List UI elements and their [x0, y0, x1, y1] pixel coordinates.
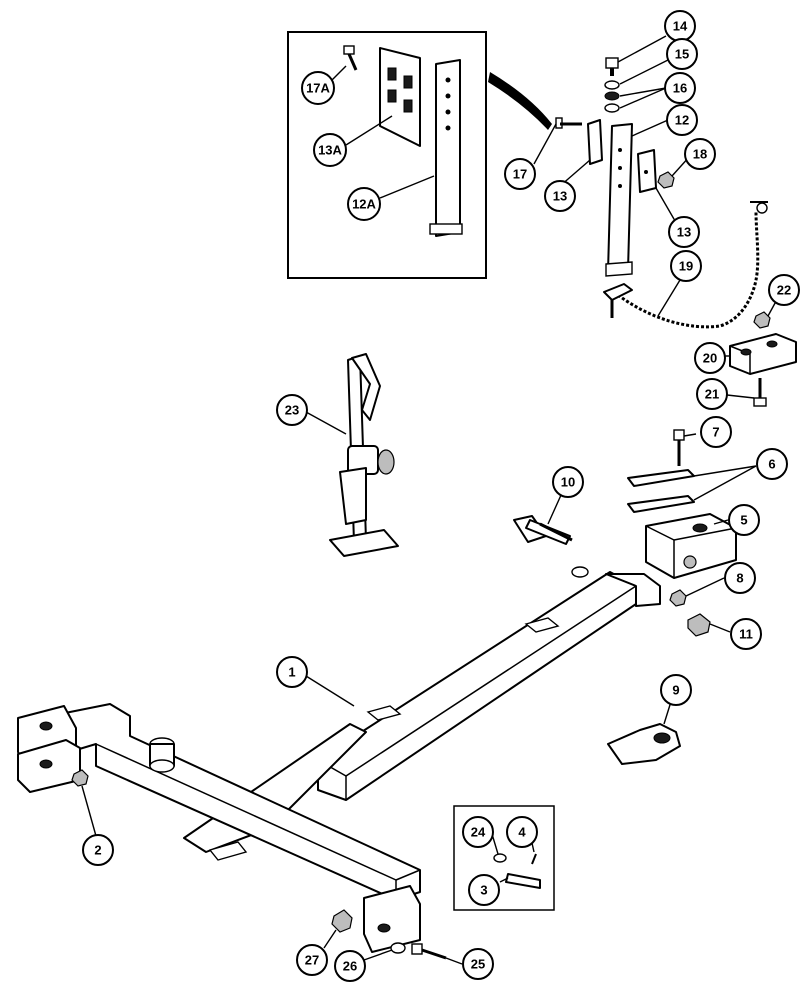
- cotter-pin-4: [531, 853, 537, 865]
- callout-4: 4: [506, 816, 538, 848]
- svg-text:23: 23: [285, 403, 299, 418]
- callout-12A: 12A: [347, 187, 381, 221]
- callout-15: 15: [666, 38, 698, 70]
- nut-18: [657, 171, 675, 189]
- callout-2: 2: [82, 834, 114, 866]
- callout-17A: 17A: [301, 71, 335, 105]
- callout-labels: 14 15 16 12 17 13 18 13 17A 13A 12A 19 2…: [82, 10, 800, 982]
- callout-3: 3: [468, 874, 500, 906]
- callout-24: 24: [462, 816, 494, 848]
- svg-text:12A: 12A: [352, 197, 376, 212]
- svg-text:17: 17: [513, 167, 527, 182]
- detail-arrow: [488, 72, 552, 130]
- shims-6: [627, 469, 695, 513]
- svg-text:15: 15: [675, 47, 689, 62]
- svg-text:11: 11: [739, 627, 753, 642]
- callout-21: 21: [696, 378, 728, 410]
- drawbar-frame-1: [17, 566, 661, 953]
- svg-text:10: 10: [561, 475, 575, 490]
- plate-13-left: [587, 119, 603, 165]
- lockwasher-16b: [604, 103, 620, 113]
- bracket-20: [729, 333, 797, 375]
- svg-text:9: 9: [672, 683, 679, 698]
- washer-24: [493, 853, 507, 863]
- callout-13-right: 13: [668, 216, 700, 248]
- washer-26: [390, 942, 406, 954]
- bolt-25: [411, 943, 447, 960]
- svg-text:2: 2: [94, 843, 101, 858]
- svg-text:16: 16: [673, 81, 687, 96]
- strap-12: [605, 123, 633, 277]
- callout-11: 11: [730, 618, 762, 650]
- lug-9: [607, 723, 681, 765]
- svg-text:1: 1: [288, 665, 295, 680]
- svg-text:24: 24: [471, 825, 486, 840]
- bolt-7: [673, 429, 685, 466]
- detail-inset: [287, 31, 487, 279]
- svg-text:13: 13: [677, 225, 691, 240]
- svg-text:27: 27: [305, 953, 319, 968]
- bolt-21: [753, 378, 767, 407]
- svg-text:4: 4: [518, 825, 526, 840]
- callout-14: 14: [664, 10, 696, 42]
- callout-10: 10: [552, 466, 584, 498]
- svg-text:22: 22: [777, 283, 791, 298]
- callout-9: 9: [660, 674, 692, 706]
- callout-12: 12: [666, 104, 698, 136]
- svg-text:14: 14: [673, 19, 688, 34]
- strap-12A: [429, 59, 463, 237]
- svg-text:6: 6: [768, 457, 775, 472]
- nut-2: [71, 769, 89, 787]
- pin-3: [505, 873, 541, 889]
- callout-27: 27: [296, 944, 328, 976]
- callout-22: 22: [768, 274, 800, 306]
- washer-15: [604, 80, 620, 90]
- callout-8: 8: [724, 562, 756, 594]
- clevis-5: [645, 513, 737, 579]
- svg-text:21: 21: [705, 387, 719, 402]
- callout-5: 5: [728, 504, 760, 536]
- lockwasher-16a: [604, 91, 620, 101]
- svg-text:25: 25: [471, 957, 485, 972]
- callout-19: 19: [670, 250, 702, 282]
- callout-13A: 13A: [313, 133, 347, 167]
- svg-text:7: 7: [712, 425, 719, 440]
- nut-11: [687, 613, 711, 637]
- leader-lines: [81, 35, 781, 965]
- callout-7: 7: [700, 416, 732, 448]
- svg-text:20: 20: [703, 351, 717, 366]
- callout-26: 26: [334, 950, 366, 982]
- bolt-17A: [343, 45, 358, 71]
- callout-13-left: 13: [544, 180, 576, 212]
- callout-17: 17: [504, 158, 536, 190]
- nut-27: [331, 909, 353, 933]
- svg-text:12: 12: [675, 113, 689, 128]
- callout-6: 6: [756, 448, 788, 480]
- svg-text:18: 18: [693, 147, 707, 162]
- plate-13-right: [637, 149, 657, 193]
- svg-text:26: 26: [343, 959, 357, 974]
- svg-text:8: 8: [736, 571, 743, 586]
- svg-text:17A: 17A: [306, 81, 330, 96]
- pin-10: [513, 515, 573, 545]
- svg-text:19: 19: [679, 259, 693, 274]
- plate-13A: [379, 47, 421, 147]
- chain-19: [603, 201, 768, 329]
- svg-text:3: 3: [480, 883, 487, 898]
- bolt-17: [555, 117, 582, 129]
- bolt-14: [605, 57, 619, 76]
- callout-23: 23: [276, 394, 308, 426]
- svg-text:5: 5: [740, 513, 747, 528]
- nut-22: [753, 311, 771, 329]
- nut-8: [669, 589, 687, 607]
- callout-16: 16: [664, 72, 696, 104]
- callout-20: 20: [694, 342, 726, 374]
- callout-18: 18: [684, 138, 716, 170]
- jack-23: [329, 353, 399, 557]
- svg-text:13: 13: [553, 189, 567, 204]
- svg-text:13A: 13A: [318, 143, 342, 158]
- callout-1: 1: [276, 656, 308, 688]
- callout-25: 25: [462, 948, 494, 980]
